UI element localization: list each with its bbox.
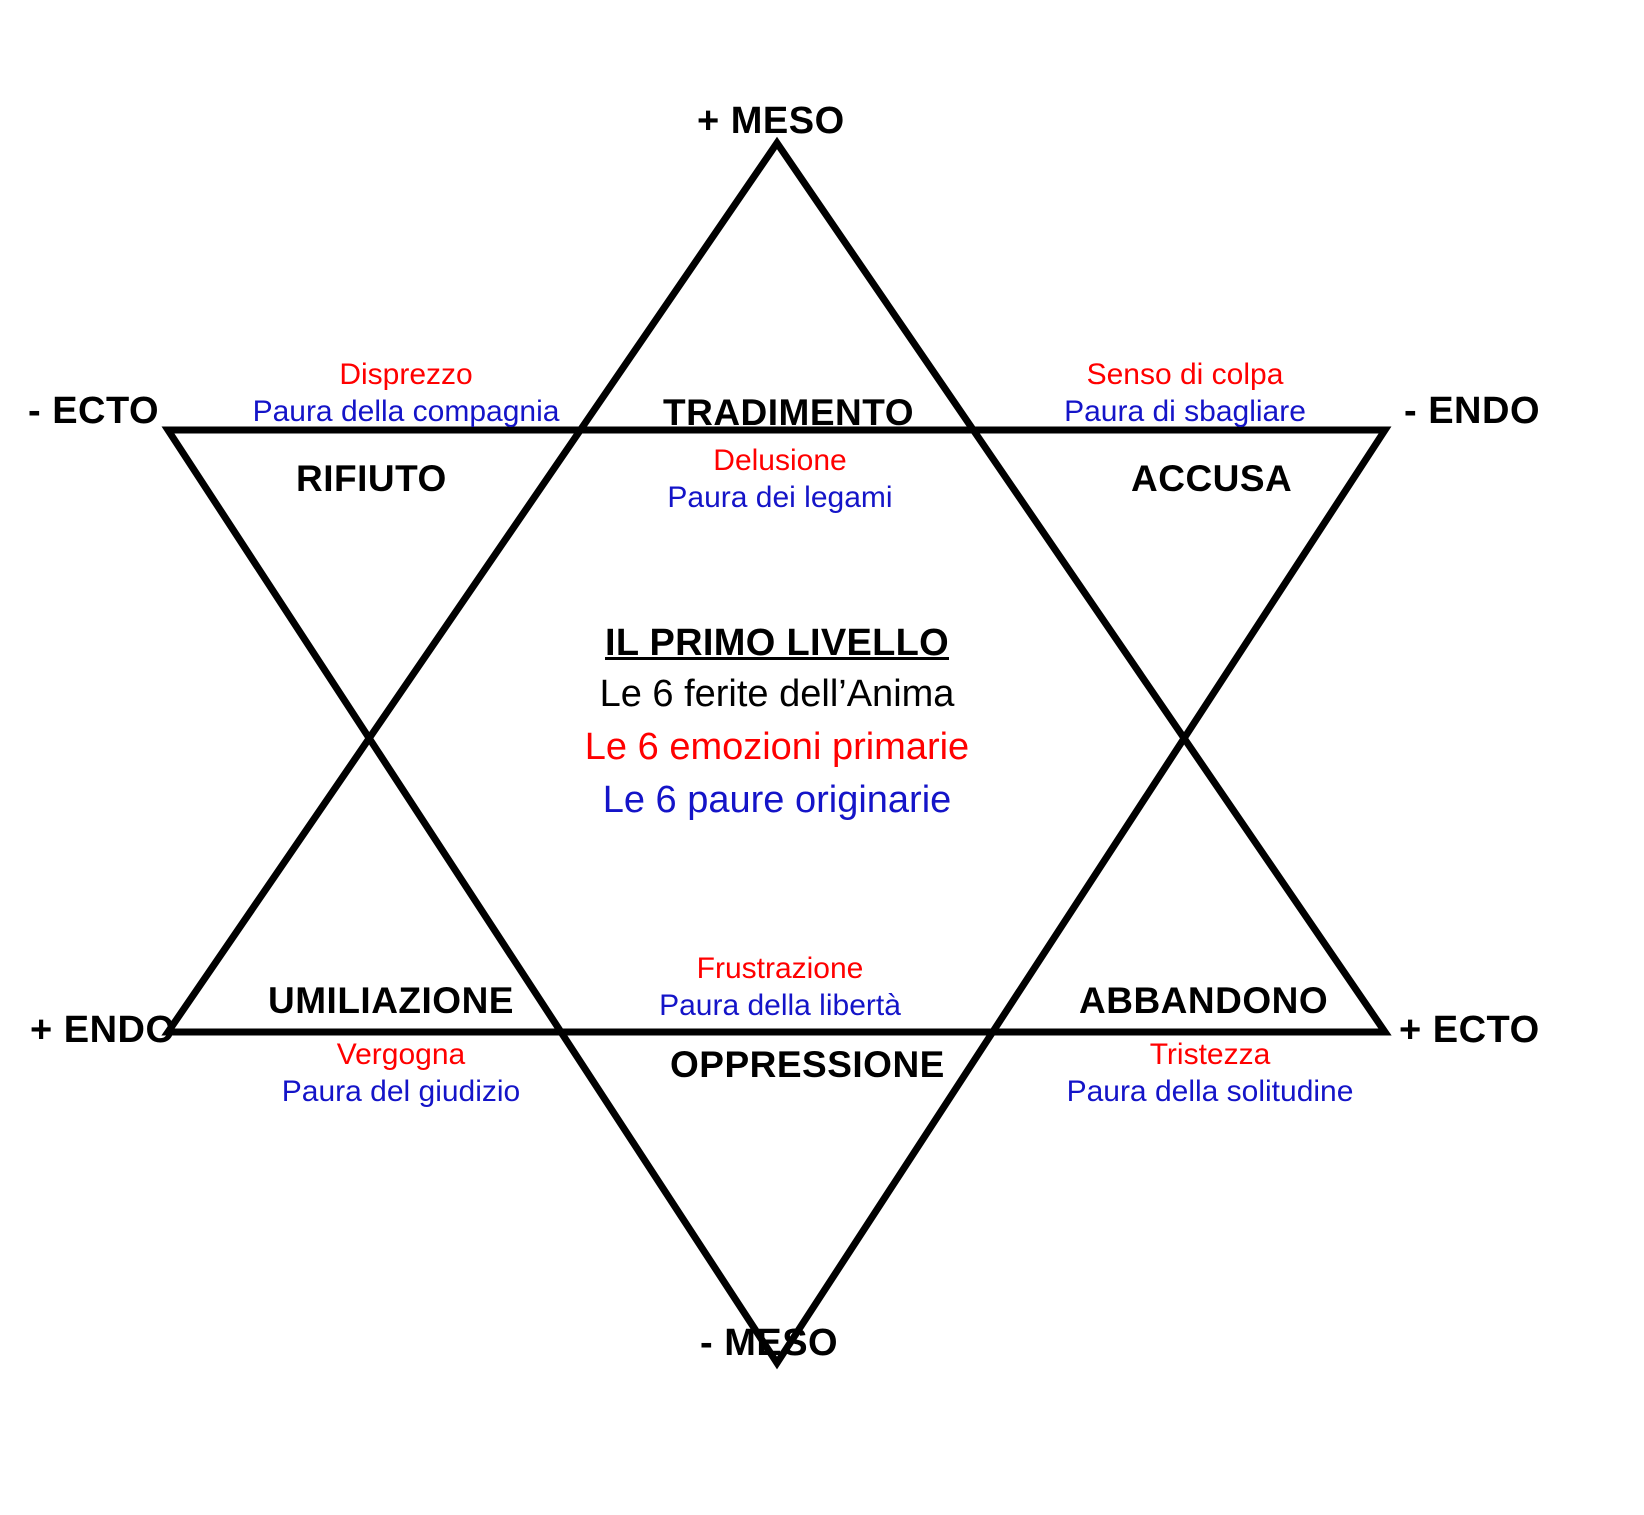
abbandono-fear: Paura della solitudine	[1066, 1074, 1354, 1108]
node-oppressione-wound: OPPRESSIONE	[670, 1044, 945, 1085]
center-line-fears: Le 6 paure originarie	[602, 779, 952, 821]
axis-label-upper-right: - ENDO	[1404, 390, 1540, 432]
rifiuto-emotion: Disprezzo	[339, 358, 473, 391]
center-legend: IL PRIMO LIVELLO Le 6 ferite dell’Anima …	[462, 622, 1092, 822]
oppressione-fear: Paura della libertà	[659, 988, 901, 1022]
center-line-emotions: Le 6 emozioni primarie	[584, 726, 970, 768]
upward-triangle	[161, 136, 1392, 1036]
accusa-fear: Paura di sbagliare	[1064, 394, 1306, 428]
node-tradimento-emotion-fear: Delusione Paura dei legami	[600, 443, 960, 516]
node-rifiuto-emotion-fear: Disprezzo Paura della compagnia	[186, 357, 626, 430]
abbandono-emotion: Tristezza	[1149, 1038, 1271, 1071]
oppressione-emotion: Frustrazione	[696, 952, 864, 985]
axis-label-top: + MESO	[697, 100, 845, 142]
center-line-wounds: Le 6 ferite dell’Anima	[599, 673, 955, 715]
node-accusa-wound: ACCUSA	[1131, 458, 1293, 499]
downward-triangle	[161, 426, 1392, 1370]
center-title: IL PRIMO LIVELLO	[605, 622, 949, 664]
axis-label-lower-left: + ENDO	[30, 1009, 176, 1051]
node-umiliazione-wound: UMILIAZIONE	[268, 980, 514, 1021]
node-tradimento-wound: TRADIMENTO	[663, 392, 914, 433]
axis-label-lower-right: + ECTO	[1399, 1009, 1540, 1051]
node-abbandono-wound: ABBANDONO	[1079, 980, 1329, 1021]
axis-label-upper-left: - ECTO	[28, 390, 160, 432]
umiliazione-emotion: Vergogna	[336, 1038, 466, 1071]
accusa-emotion: Senso di colpa	[1086, 358, 1284, 391]
umiliazione-fear: Paura del giudizio	[281, 1074, 521, 1108]
rifiuto-fear: Paura della compagnia	[252, 394, 560, 428]
tradimento-emotion: Delusione	[713, 444, 847, 477]
node-abbandono-emotion-fear: Tristezza Paura della solitudine	[1000, 1037, 1420, 1110]
node-oppressione-emotion-fear: Frustrazione Paura della libertà	[600, 951, 960, 1024]
tradimento-fear: Paura dei legami	[667, 480, 893, 514]
node-umiliazione-emotion-fear: Vergogna Paura del giudizio	[196, 1037, 606, 1110]
axis-label-bottom: - MESO	[700, 1322, 839, 1364]
node-rifiuto-wound: RIFIUTO	[296, 458, 447, 499]
node-accusa-emotion-fear: Senso di colpa Paura di sbagliare	[985, 357, 1385, 430]
